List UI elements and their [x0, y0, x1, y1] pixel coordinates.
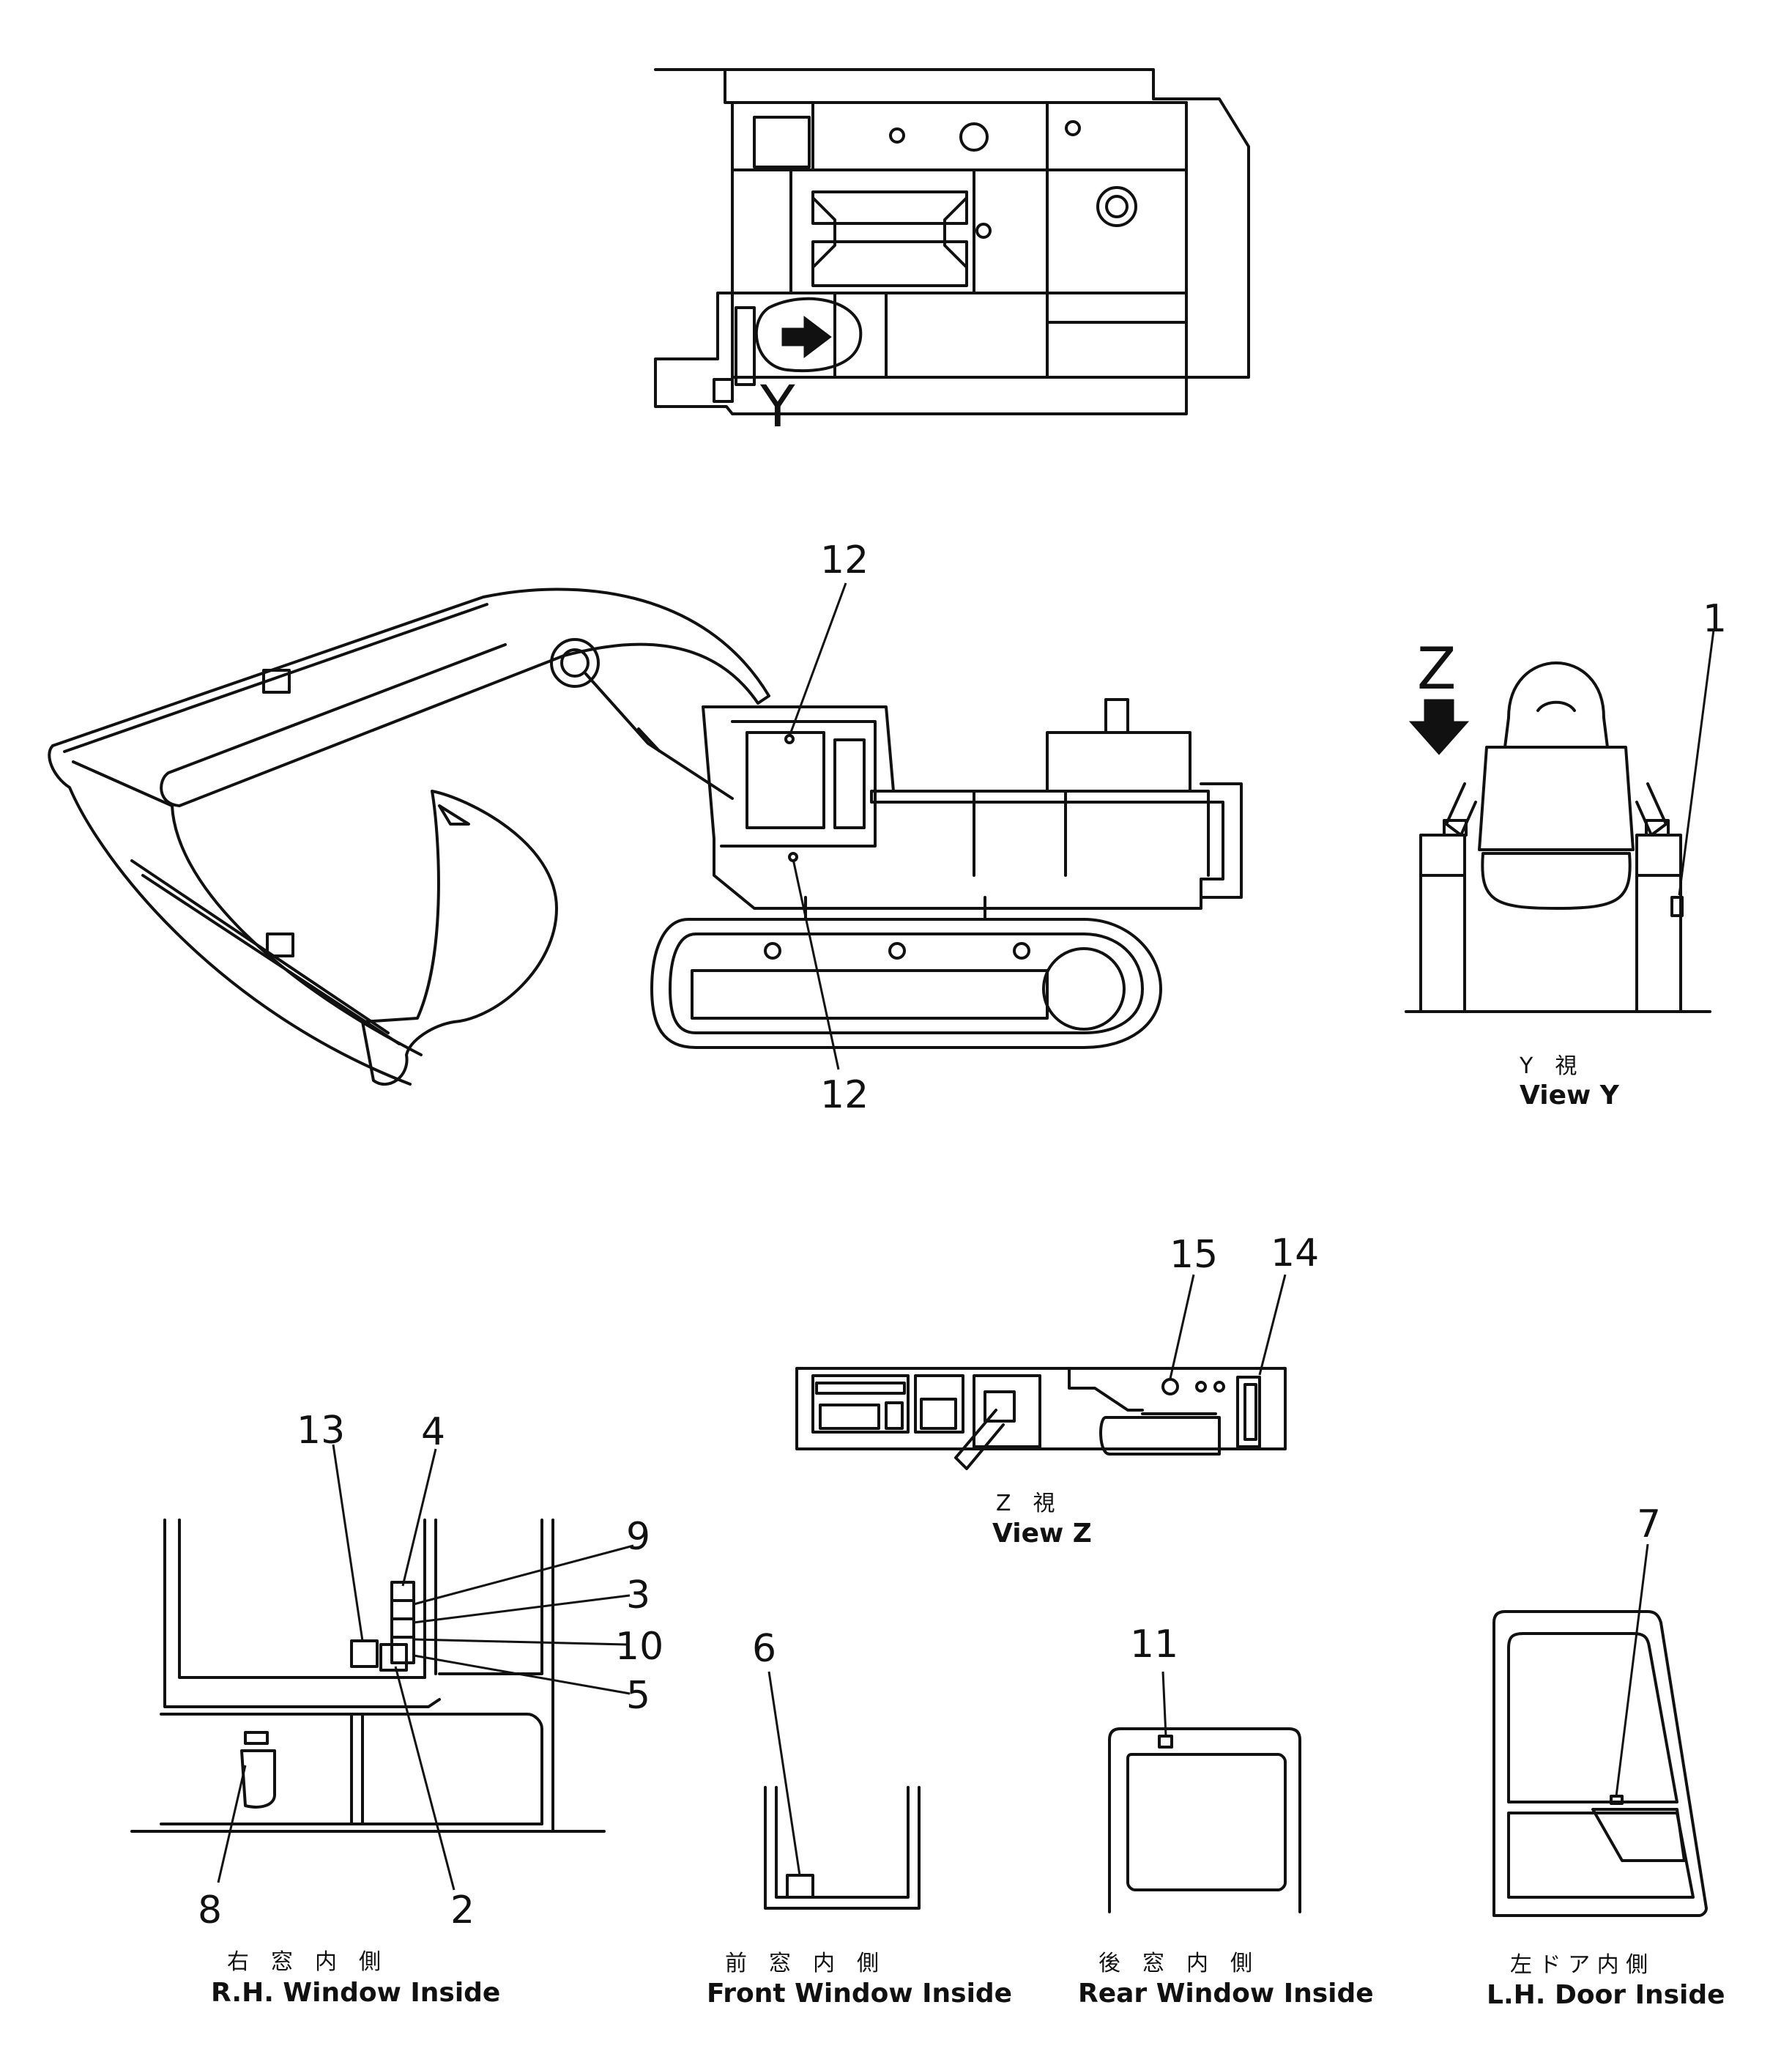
callout-14: 14 — [1271, 1231, 1319, 1275]
callout-13: 13 — [297, 1409, 345, 1453]
callout-11: 11 — [1130, 1623, 1178, 1666]
callout-15: 15 — [1170, 1233, 1218, 1277]
lh-door-inside: 7 左 ド ア 内 側 L.H. Door Inside — [1487, 1502, 1725, 2010]
callout-4: 4 — [421, 1410, 445, 1454]
rear-window-caption-en: Rear Window Inside — [1078, 1979, 1374, 2009]
front-window-caption-jp: 前 窓 内 側 — [725, 1951, 879, 1976]
callout-9: 9 — [626, 1515, 650, 1559]
front-window-caption-en: Front Window Inside — [707, 1979, 1012, 2009]
view-z-caption-en: View Z — [992, 1519, 1092, 1549]
view-y-marker: Y — [759, 374, 795, 440]
callout-8: 8 — [198, 1888, 222, 1932]
rh-window-inside: 13 4 9 3 10 5 8 2 右 窓 内 側 R.H. Window In… — [130, 1409, 663, 2008]
view-y: Z 1 Y 視 View Y — [1405, 597, 1727, 1111]
callout-10: 10 — [615, 1625, 663, 1669]
view-z: 15 14 Z 視 View Z — [795, 1231, 1319, 1549]
rh-window-caption-jp: 右 窓 内 側 — [227, 1949, 381, 1975]
rear-window-inside: 11 後 窓 内 側 Rear Window Inside — [1078, 1623, 1374, 2009]
callout-7: 7 — [1637, 1502, 1661, 1546]
callout-12-top: 12 — [820, 538, 869, 582]
callout-3: 3 — [626, 1573, 650, 1617]
front-window-inside: 6 前 窓 内 側 Front Window Inside — [707, 1627, 1012, 2009]
callout-1: 1 — [1703, 597, 1727, 641]
view-z-caption-jp: Z 視 — [996, 1491, 1055, 1516]
lh-door-caption-jp: 左 ド ア 内 側 — [1510, 1952, 1648, 1978]
top-view: Y — [654, 68, 1250, 440]
callout-12-bottom: 12 — [820, 1073, 869, 1117]
callout-2: 2 — [450, 1888, 475, 1932]
lh-door-caption-en: L.H. Door Inside — [1487, 1980, 1725, 2010]
rh-window-caption-en: R.H. Window Inside — [211, 1978, 500, 2008]
view-y-caption-jp: Y 視 — [1519, 1053, 1577, 1079]
callout-5: 5 — [626, 1674, 650, 1718]
callout-6: 6 — [752, 1627, 776, 1671]
view-z-marker: Z — [1417, 637, 1456, 702]
rear-window-caption-jp: 後 窓 内 側 — [1098, 1951, 1252, 1976]
view-y-caption-en: View Y — [1520, 1080, 1620, 1111]
side-view: 12 12 — [48, 538, 1243, 1117]
